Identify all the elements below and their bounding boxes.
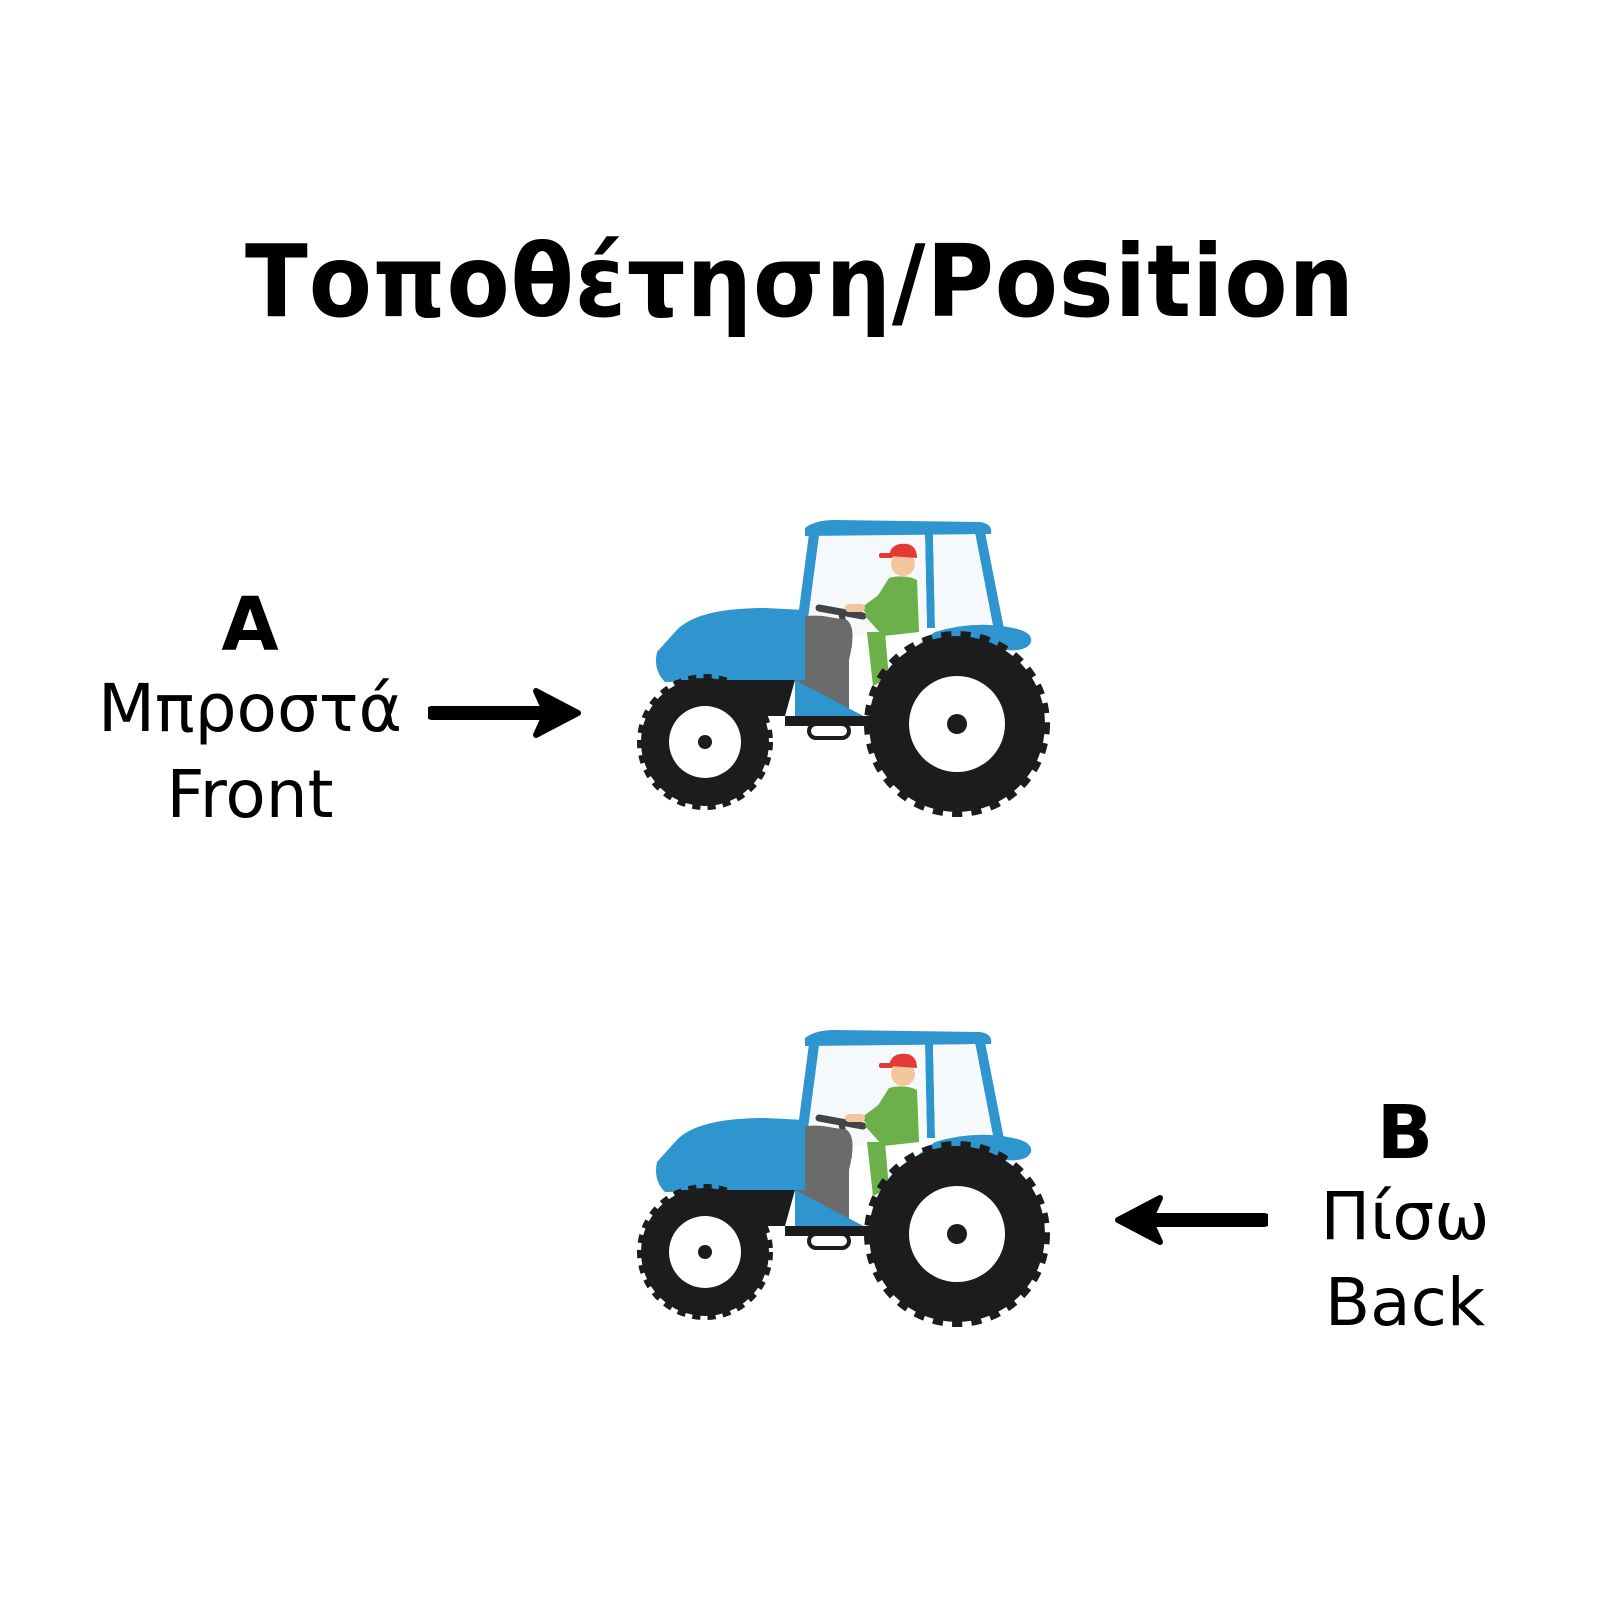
position-a-label: A Μπροστά Front [60,584,440,838]
tractor-icon [637,520,1050,817]
page-title: Τοποθέτηση/Position [245,223,1355,340]
tractor-icon [637,1030,1050,1327]
position-b-label: B Πίσω Back [1265,1092,1545,1346]
arrow-left-icon [1115,1195,1268,1245]
position-a-english: Front [166,756,334,833]
position-b-english: Back [1324,1264,1486,1341]
position-b-greek: Πίσω [1320,1178,1490,1255]
position-a-greek: Μπροστά [97,670,403,747]
position-b-letter: B [1376,1090,1434,1176]
tractor-back-position [637,1030,1050,1327]
position-a-letter: A [221,582,279,668]
tractor-front-position [637,520,1050,817]
arrow-right-icon [428,688,581,738]
